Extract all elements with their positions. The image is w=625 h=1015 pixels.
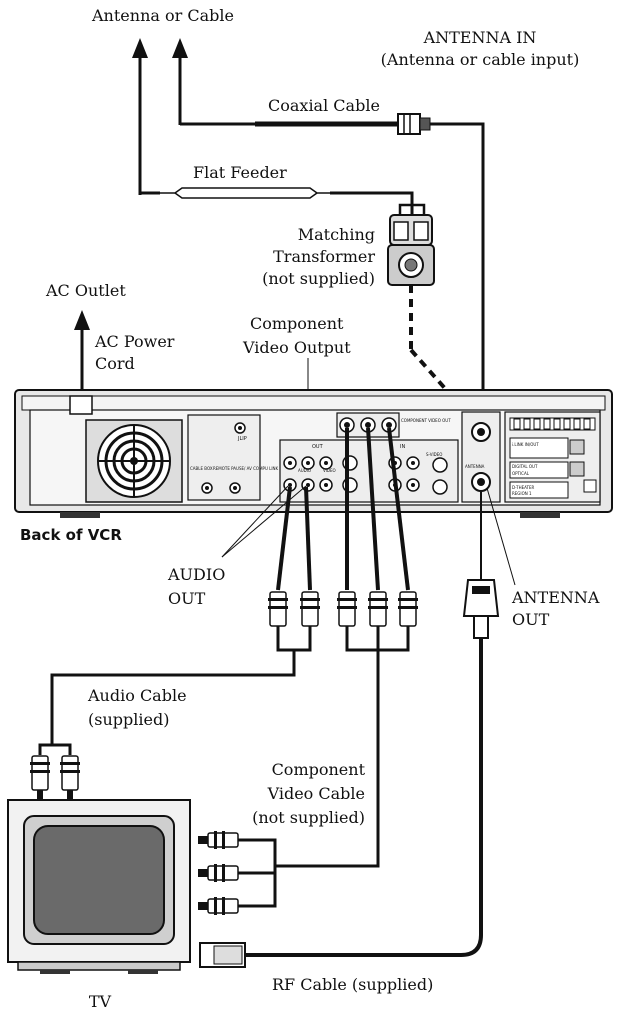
panel-optical: OPTICAL	[512, 471, 530, 476]
back-of-vcr-label: Back of VCR	[20, 526, 122, 544]
matching-transformer-label-2: Transformer	[273, 247, 375, 266]
antenna-out-label-2: OUT	[512, 610, 550, 629]
matching-transformer-label-3: (not supplied)	[262, 269, 375, 288]
vcr-back-panel	[14, 389, 613, 518]
panel-jlip: JLIP	[237, 436, 247, 442]
panel-digital-out: DIGITAL OUT	[512, 464, 538, 469]
component-video-cable	[198, 427, 418, 915]
rca-jacks	[283, 417, 448, 495]
panel-component-video-out: COMPONENT VIDEO OUT	[401, 418, 451, 423]
coaxial-cable-label: Coaxial Cable	[268, 96, 380, 115]
coaxial-cable	[180, 113, 485, 420]
rf-cable	[199, 490, 500, 968]
panel-s-video: S-VIDEO	[426, 452, 442, 457]
panel-in-label: IN	[400, 444, 405, 450]
rf-cable-label: RF Cable (supplied)	[272, 975, 434, 994]
coax-connector-icon	[397, 113, 421, 135]
arrow-up-icon	[74, 310, 90, 330]
panel-d-theater: D-THEATER	[512, 485, 535, 490]
matching-transformer	[387, 214, 475, 422]
panel-cable-box: CABLE BOX	[190, 466, 213, 471]
panel-region: REGION 1	[512, 491, 532, 496]
panel-audio: AUDIO	[298, 468, 311, 473]
tv-set	[7, 799, 191, 974]
audio-out-label-2: OUT	[168, 589, 206, 608]
panel-video: VIDEO	[323, 468, 336, 473]
audio-out-pointers	[221, 485, 307, 558]
antenna-in-desc: (Antenna or cable input)	[380, 50, 580, 69]
audio-cable-label-2: (supplied)	[88, 710, 170, 729]
ac-outlet-label: AC Outlet	[46, 281, 126, 300]
ac-power-cord-label-1: AC Power	[95, 332, 175, 351]
panel-out-label: OUT	[312, 444, 324, 450]
flat-feeder-label: Flat Feeder	[193, 163, 287, 182]
component-video-output-label-1: Component	[250, 314, 344, 333]
audio-cable-label-1: Audio Cable	[88, 686, 187, 705]
audio-cable	[30, 486, 320, 800]
component-video-cable-label-1: Component	[271, 760, 365, 779]
component-video-output-label-2: Video Output	[243, 338, 351, 357]
component-video-cable-label-2: Video Cable	[267, 784, 365, 803]
tv-label: TV	[88, 992, 112, 1011]
ac-power-cord	[74, 310, 90, 400]
arrow-up-icon	[132, 38, 148, 58]
flat-feeder	[140, 187, 426, 215]
audio-out-label-1: AUDIO	[168, 565, 226, 584]
panel-i-link: i.LINK IN/OUT	[512, 442, 539, 447]
antenna-or-cable-label: Antenna or Cable	[92, 6, 234, 25]
ac-power-cord-label-2: Cord	[95, 354, 135, 373]
antenna-out-label-1: ANTENNA	[512, 588, 600, 607]
antenna-out-pointer	[486, 487, 516, 586]
panel-remote-pause: REMOTE PAUSE/ AV COMPU LINK	[213, 466, 279, 471]
matching-transformer-label-1: Matching	[297, 225, 375, 244]
antenna-arrows	[132, 38, 188, 195]
arrow-up-icon	[172, 38, 188, 58]
antenna-in-label: ANTENNA IN	[423, 28, 537, 47]
panel-antenna: ANTENNA	[465, 464, 485, 469]
component-video-cable-label-3: (not supplied)	[252, 808, 365, 827]
